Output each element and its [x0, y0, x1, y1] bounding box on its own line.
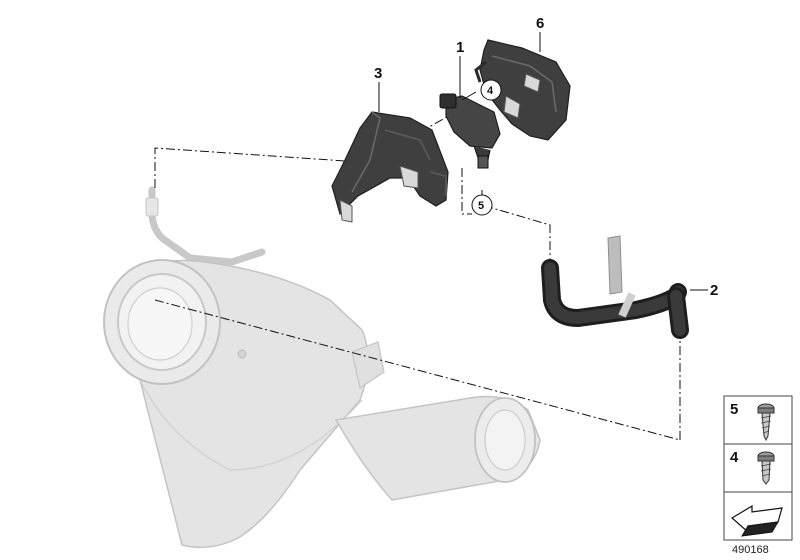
legend-cell-4	[723, 443, 793, 493]
ghost-mount-tab	[351, 341, 385, 389]
legend-cell-5	[723, 395, 793, 445]
ghost-particulate-filter	[103, 186, 541, 549]
legend-label-4: 4	[730, 449, 739, 466]
assembly-line-screw-5	[461, 168, 472, 215]
screw-4-icon	[757, 451, 775, 485]
callout-1: 1	[456, 39, 464, 56]
valve-part-1	[439, 93, 501, 169]
assembly-line-diagonal	[154, 299, 681, 441]
legend-label-5: 5	[730, 401, 738, 418]
assembly-line-top	[154, 147, 449, 188]
bracket-part-3	[331, 111, 449, 223]
callout-6: 6	[536, 15, 544, 32]
callout-4-circle	[480, 79, 502, 101]
hose-label-tag	[607, 235, 623, 295]
holder-part-6	[474, 39, 571, 141]
hose-part-2	[541, 235, 689, 339]
ghost-sensor-fitting	[145, 197, 159, 217]
fastener-legend: 5 4	[723, 395, 793, 541]
callout-leaders	[378, 32, 708, 291]
assembly-line-hose	[481, 190, 551, 262]
screw-5-icon	[757, 403, 775, 442]
direction-arrow-icon	[730, 504, 783, 537]
callout-5-circle	[471, 194, 493, 216]
callout-5: 5	[478, 200, 484, 212]
callout-2: 2	[710, 282, 718, 299]
callout-4: 4	[487, 85, 494, 97]
ghost-sensor-pipe	[148, 186, 266, 266]
callout-3: 3	[374, 65, 382, 82]
diagram-number: 490168	[732, 544, 769, 556]
